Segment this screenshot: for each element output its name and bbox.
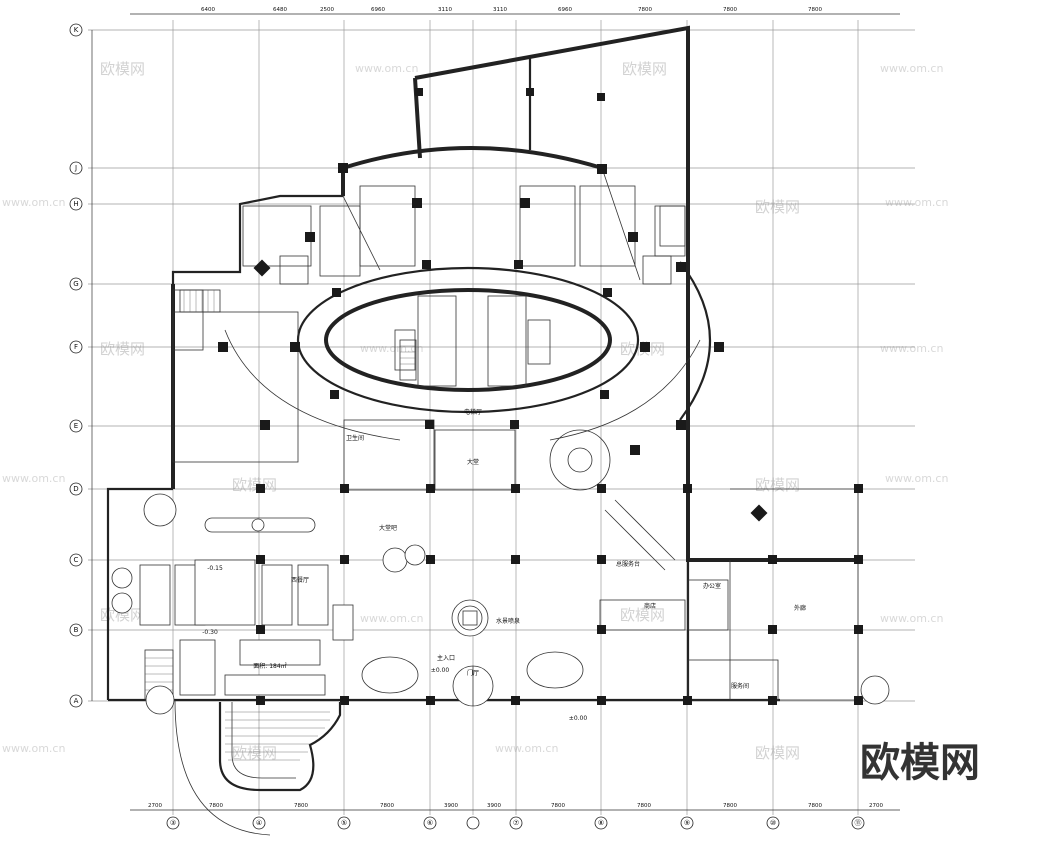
dimension-text: 7800 xyxy=(808,803,822,809)
dimension-text: 3900 xyxy=(487,803,501,809)
watermark-url: www.om.cn xyxy=(360,612,423,625)
dimension-text: 6960 xyxy=(371,7,385,13)
watermark-url: www.om.cn xyxy=(880,342,943,355)
watermark: 欧模网 xyxy=(755,476,800,494)
watermark-url: www.om.cn xyxy=(2,472,65,485)
brand-logo: 欧模网 xyxy=(860,740,980,786)
axis-label-row: E xyxy=(74,422,78,430)
axis-label-col: ⑥ xyxy=(427,819,433,827)
column-axis-bubbles: ③ ④ ⑤ ⑥ ⑦ ⑧ ⑨ ⑩ ⑪ xyxy=(166,816,865,830)
dimension-text: 7800 xyxy=(638,7,652,13)
row-axis-bubbles: A B C D E F G H J K xyxy=(69,23,83,708)
watermark: 欧模网 xyxy=(755,198,800,216)
label-entrance: 门厅 xyxy=(467,669,479,677)
axis-label-row: J xyxy=(74,164,77,172)
watermark: 欧模网 xyxy=(100,340,145,358)
watermark: 欧模网 xyxy=(100,60,145,78)
watermark: 欧模网 xyxy=(755,744,800,762)
axis-label-col: ⑨ xyxy=(684,819,690,827)
elevation-mark: ±0.00 xyxy=(431,667,450,674)
label-office: 办公室 xyxy=(703,582,721,590)
label-lobby: 大堂 xyxy=(467,458,479,466)
axis-label-row: A xyxy=(74,697,79,705)
elevation-mark: -0.15 xyxy=(207,565,223,572)
watermark-url: www.om.cn xyxy=(885,472,948,485)
watermark-url: www.om.cn xyxy=(355,62,418,75)
elevation-mark: ±0.00 xyxy=(569,715,588,722)
dimension-text: 3110 xyxy=(438,7,452,13)
axis-label-row: D xyxy=(73,485,78,493)
dimension-text: 7800 xyxy=(808,7,822,13)
dimension-text: 3900 xyxy=(444,803,458,809)
axis-label-col: ⑦ xyxy=(513,819,519,827)
dimension-lines: 6400 6480 2500 6960 3110 3110 6960 7800 … xyxy=(91,7,900,811)
axis-label-row: F xyxy=(74,343,78,351)
label-area: 面积: 184㎡ xyxy=(253,662,286,670)
watermark-layer: 欧模网 www.om.cn 欧模网 www.om.cn www.om.cn 欧模… xyxy=(2,60,948,762)
dimension-text: 7800 xyxy=(723,7,737,13)
axis-label-col: ⑪ xyxy=(855,819,862,827)
watermark: 欧模网 xyxy=(620,606,665,624)
axis-label-col: ⑤ xyxy=(341,819,347,827)
axis-label-col: ⑧ xyxy=(598,819,604,827)
label-bar: 大堂吧 xyxy=(379,524,397,532)
watermark-url: www.om.cn xyxy=(495,742,558,755)
lobby-furniture xyxy=(361,499,676,707)
label-reception: 总服务台 xyxy=(616,560,640,568)
axis-label-col: ⑩ xyxy=(770,819,776,827)
watermark-url: www.om.cn xyxy=(2,742,65,755)
axis-label-row: K xyxy=(74,26,79,34)
label-fountain: 水景喷泉 xyxy=(496,617,520,625)
dimension-text: 7800 xyxy=(723,803,737,809)
grid-axis-lines xyxy=(88,20,915,815)
dimension-text: 6480 xyxy=(273,7,287,13)
terrace-pool xyxy=(143,493,890,836)
watermark-url: www.om.cn xyxy=(885,196,948,209)
label-dining-room: 西餐厅 xyxy=(291,576,309,584)
elevation-mark: -0.30 xyxy=(202,629,218,636)
axis-label-row: G xyxy=(73,280,78,288)
dimension-text: 7800 xyxy=(380,803,394,809)
axis-label-col: ③ xyxy=(170,819,176,827)
axis-label-row: H xyxy=(73,200,78,208)
dimension-text: 2700 xyxy=(148,803,162,809)
dimension-text: 3110 xyxy=(493,7,507,13)
axis-label-row: B xyxy=(74,626,79,634)
dimension-text: 7800 xyxy=(637,803,651,809)
dimension-text: 7800 xyxy=(551,803,565,809)
dimension-text: 6400 xyxy=(201,7,215,13)
dimension-text: 6960 xyxy=(558,7,572,13)
dining-furniture xyxy=(111,517,354,696)
watermark-url: www.om.cn xyxy=(2,196,65,209)
label-service: 服务间 xyxy=(731,682,749,690)
watermark-url: www.om.cn xyxy=(360,342,423,355)
watermark: 欧模网 xyxy=(100,606,145,624)
dimension-text: 2700 xyxy=(869,803,883,809)
label-elevator-hall: 电梯厅 xyxy=(464,408,482,416)
dimension-text: 7800 xyxy=(294,803,308,809)
dimension-text: 2500 xyxy=(320,7,334,13)
label-main-entrance: 主入口 xyxy=(437,654,455,662)
watermark: 欧模网 xyxy=(232,744,277,762)
axis-label-col: ④ xyxy=(256,819,262,827)
watermark-url: www.om.cn xyxy=(880,612,943,625)
label-shop: 商店 xyxy=(644,602,656,610)
watermark: 欧模网 xyxy=(622,60,667,78)
structural-columns xyxy=(218,88,863,705)
label-outdoor: 外廊 xyxy=(794,604,806,612)
room-labels: 大堂 门厅 主入口 电梯厅 西餐厅 外廊 总服务台 水景喷泉 大堂吧 办公室 卫… xyxy=(202,408,806,722)
label-toilet: 卫生间 xyxy=(346,434,364,442)
watermark-url: www.om.cn xyxy=(880,62,943,75)
dimension-text: 7800 xyxy=(209,803,223,809)
axis-label-row: C xyxy=(74,556,79,564)
watermark: 欧模网 xyxy=(232,476,277,494)
